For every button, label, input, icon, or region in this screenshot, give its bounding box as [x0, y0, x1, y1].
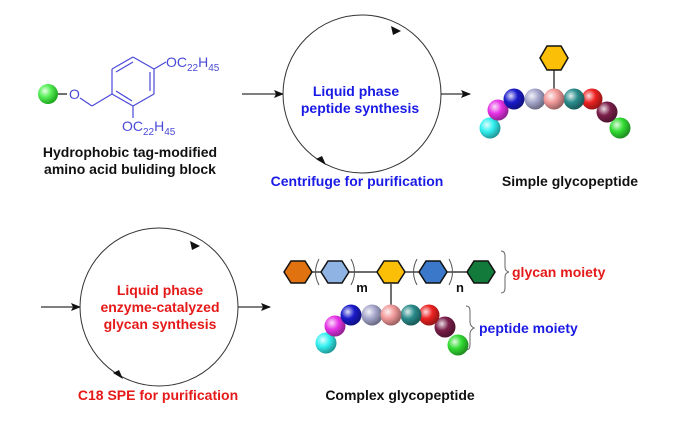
cycle-arrowhead-top [190, 241, 200, 250]
hexose-lightblue-icon [320, 260, 350, 284]
amino-acid-bead [447, 334, 469, 356]
top-alkoxy-label: OC22H45 [166, 54, 220, 74]
repeat-paren-open-n [413, 258, 418, 286]
oxygen-label: O [69, 86, 80, 102]
amino-acid-bead [581, 88, 603, 110]
hexose-green-icon [466, 260, 496, 284]
amino-acid-bead [524, 88, 546, 110]
repeat-paren-close-n [448, 258, 453, 286]
glycan-brace [500, 250, 510, 294]
building-block-caption-line2: amino acid buliding block [44, 161, 216, 177]
glycan-cycle-title-line1: Liquid phase [117, 282, 204, 298]
hexose-yellow-icon [539, 45, 569, 71]
amino-acid-bead [434, 316, 456, 338]
cycle-arrowhead-bottom [316, 156, 326, 165]
amino-acid-bead [487, 99, 509, 121]
amino-acid-bead [563, 88, 585, 110]
amino-acid-bead [361, 304, 383, 326]
benzene-ring [79, 56, 167, 118]
simple-glycopeptide-caption: Simple glycopeptide [502, 173, 638, 189]
cycle-arrowhead-top [391, 26, 401, 35]
glycan-moiety-label: glycan moiety [512, 264, 606, 280]
peptide-brace [465, 305, 476, 351]
glycan-purification-label: C18 SPE for purification [78, 387, 238, 403]
amino-acid-bead [380, 304, 402, 326]
repeat-n-label: n [456, 280, 464, 295]
glycan-cycle-title-line2: enzyme-catalyzed [100, 299, 219, 315]
hexose-orange-icon [283, 260, 313, 284]
repeat-paren-open-m [315, 258, 320, 286]
amino-acid-bead [543, 88, 565, 110]
amino-acid-bead [400, 304, 422, 326]
amino-acid-bead [479, 117, 501, 139]
amino-acid-bead [418, 304, 440, 326]
cycle-arrowhead-bottom [113, 370, 123, 379]
building-block-caption-line1: Hydrophobic tag-modified [43, 144, 217, 160]
amino-acid-bead [609, 117, 631, 139]
bottom-alkoxy-label: OC22H45 [122, 118, 176, 138]
complex-glycopeptide: m n [283, 250, 510, 356]
repeat-m-label: m [356, 280, 368, 295]
amino-acid-bead [315, 332, 337, 354]
building-block-structure: O OC22H45 OC22H45 [38, 54, 220, 138]
simple-glycopeptide [479, 45, 631, 139]
peptide-cycle-title-line1: Liquid phase [313, 83, 400, 99]
amino-acid-bead [340, 304, 362, 326]
amino-acid-bead [596, 101, 618, 123]
amino-acid-bead [503, 88, 525, 110]
peptide-purification-label: Centrifuge for purification [271, 173, 444, 189]
hydrophobic-tag-bead [38, 84, 58, 104]
glycan-cycle-title-line3: glycan synthesis [104, 316, 217, 332]
hexose-yellow-icon [376, 260, 406, 284]
repeat-paren-close-m [350, 258, 355, 286]
peptide-cycle-title-line2: peptide synthesis [301, 100, 419, 116]
peptide-moiety-label: peptide moiety [479, 320, 578, 336]
hexose-blue-icon [418, 260, 448, 284]
complex-glycopeptide-caption: Complex glycopeptide [325, 387, 475, 403]
amino-acid-bead [324, 315, 346, 337]
